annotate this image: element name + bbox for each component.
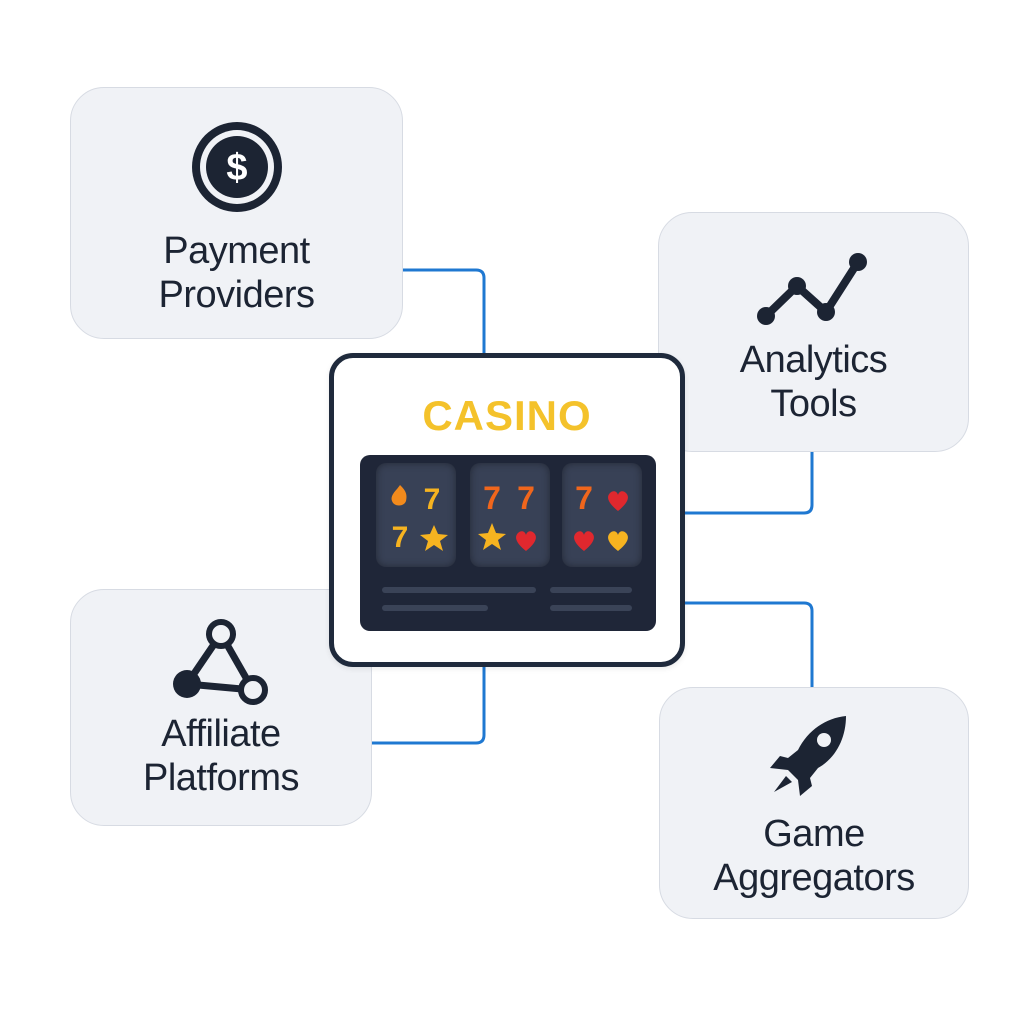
heart-icon	[574, 531, 594, 551]
connector-payment	[403, 268, 486, 353]
seven-icon: 7	[392, 521, 409, 554]
slot-bar	[382, 605, 488, 611]
label-line-2: Tools	[770, 383, 857, 425]
slot-reel-2: 7 7	[470, 463, 550, 567]
node-label: Game Aggregators	[713, 812, 915, 900]
label-line-1: Payment	[163, 230, 310, 272]
slot-reel-3: 7	[562, 463, 642, 567]
label-line-1: Analytics	[739, 339, 888, 381]
connector-analytics	[685, 452, 814, 515]
label-line-1: Affiliate	[161, 713, 281, 755]
seven-icon: 7	[483, 480, 501, 516]
dollar-coin-icon: $	[191, 122, 282, 212]
svg-text:$: $	[226, 147, 247, 189]
label-line-2: Platforms	[143, 757, 299, 799]
node-game-aggregators: Game Aggregators	[659, 687, 969, 919]
seven-icon: 7	[517, 480, 535, 516]
connector-affiliate	[372, 667, 486, 745]
rocket-icon	[770, 716, 846, 796]
slot-bar	[550, 587, 632, 593]
heart-icon	[608, 491, 628, 511]
seven-icon: 7	[575, 480, 593, 516]
heart-icon	[516, 531, 536, 551]
casino-title: CASINO	[422, 392, 592, 439]
node-label: Affiliate Platforms	[143, 712, 299, 800]
line-chart-icon	[756, 253, 867, 325]
label-line-2: Aggregators	[713, 857, 915, 899]
label-line-2: Providers	[158, 274, 316, 316]
slot-bar	[550, 605, 632, 611]
node-label: Payment Providers	[158, 229, 316, 317]
node-analytics-tools: Analytics Tools	[658, 212, 969, 452]
network-triangle-icon	[173, 619, 268, 705]
slot-reel-1: 7 7	[376, 463, 456, 567]
flame-icon	[391, 485, 407, 506]
casino-hub: CASINO 7 7 7 7 7	[329, 353, 685, 667]
heart-icon	[608, 531, 628, 551]
label-line-1: Game	[763, 813, 865, 855]
star-icon	[420, 525, 448, 551]
node-payment-providers: $ Payment Providers	[70, 87, 403, 339]
slot-machine-screen: 7 7 7 7 7	[360, 455, 656, 631]
connector-game	[685, 601, 814, 687]
slot-bar	[382, 587, 536, 593]
node-label: Analytics Tools	[740, 338, 888, 426]
star-icon	[478, 523, 506, 550]
seven-icon: 7	[424, 483, 441, 516]
node-affiliate-platforms: Affiliate Platforms	[70, 589, 372, 826]
